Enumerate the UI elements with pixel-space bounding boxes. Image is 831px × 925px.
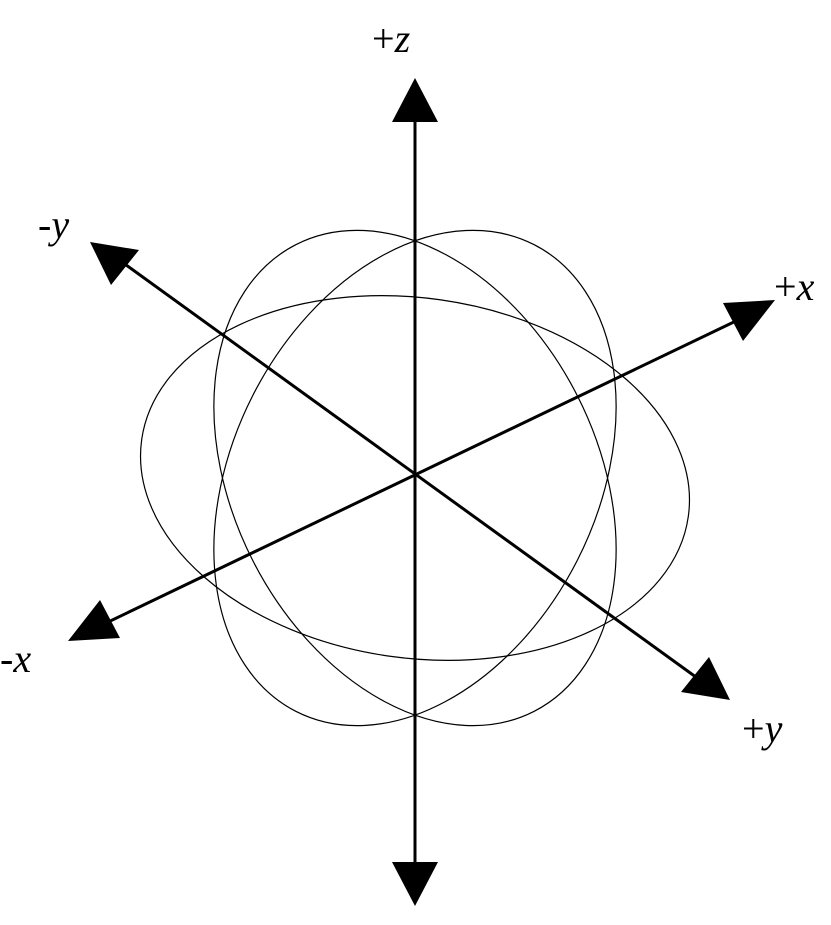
label-negative-y: -y [38, 202, 69, 247]
z-axis-positive-arrowhead [392, 78, 438, 122]
label-positive-z: +z [372, 16, 411, 61]
y-axis-positive-arrowhead [681, 657, 730, 700]
z-axis-negative-arrowhead [392, 862, 438, 906]
label-positive-y-sign: + [742, 706, 765, 751]
label-positive-x-sign: + [774, 264, 797, 309]
label-positive-y: +y [742, 706, 783, 751]
label-positive-z-sign: + [372, 16, 395, 61]
label-negative-y-sign: - [38, 202, 51, 247]
label-positive-x-var: x [796, 264, 815, 309]
label-negative-y-var: y [47, 202, 69, 247]
x-axis-positive-arrowhead [723, 300, 775, 341]
y-axis-line [121, 260, 701, 682]
y-axis [90, 242, 730, 700]
orbits [139, 229, 691, 727]
label-negative-x-sign: - [0, 636, 13, 681]
label-positive-z-var: z [394, 16, 411, 61]
x-axis-line [103, 318, 739, 626]
label-negative-x-var: x [12, 636, 31, 681]
x-axis [68, 300, 775, 641]
label-negative-x: -x [0, 636, 31, 681]
orbit-ellipse-left-tilted [213, 229, 617, 727]
y-axis-negative-arrowhead [90, 242, 139, 285]
axis-labels: +z -y +x -x +y [0, 16, 815, 751]
label-positive-y-var: y [761, 706, 783, 751]
z-axis [392, 78, 438, 906]
orbit-ellipse-right-tilted [213, 229, 617, 727]
orbit-ellipse-horizontal [139, 295, 691, 661]
label-positive-x: +x [774, 264, 815, 309]
x-axis-negative-arrowhead [68, 600, 120, 641]
